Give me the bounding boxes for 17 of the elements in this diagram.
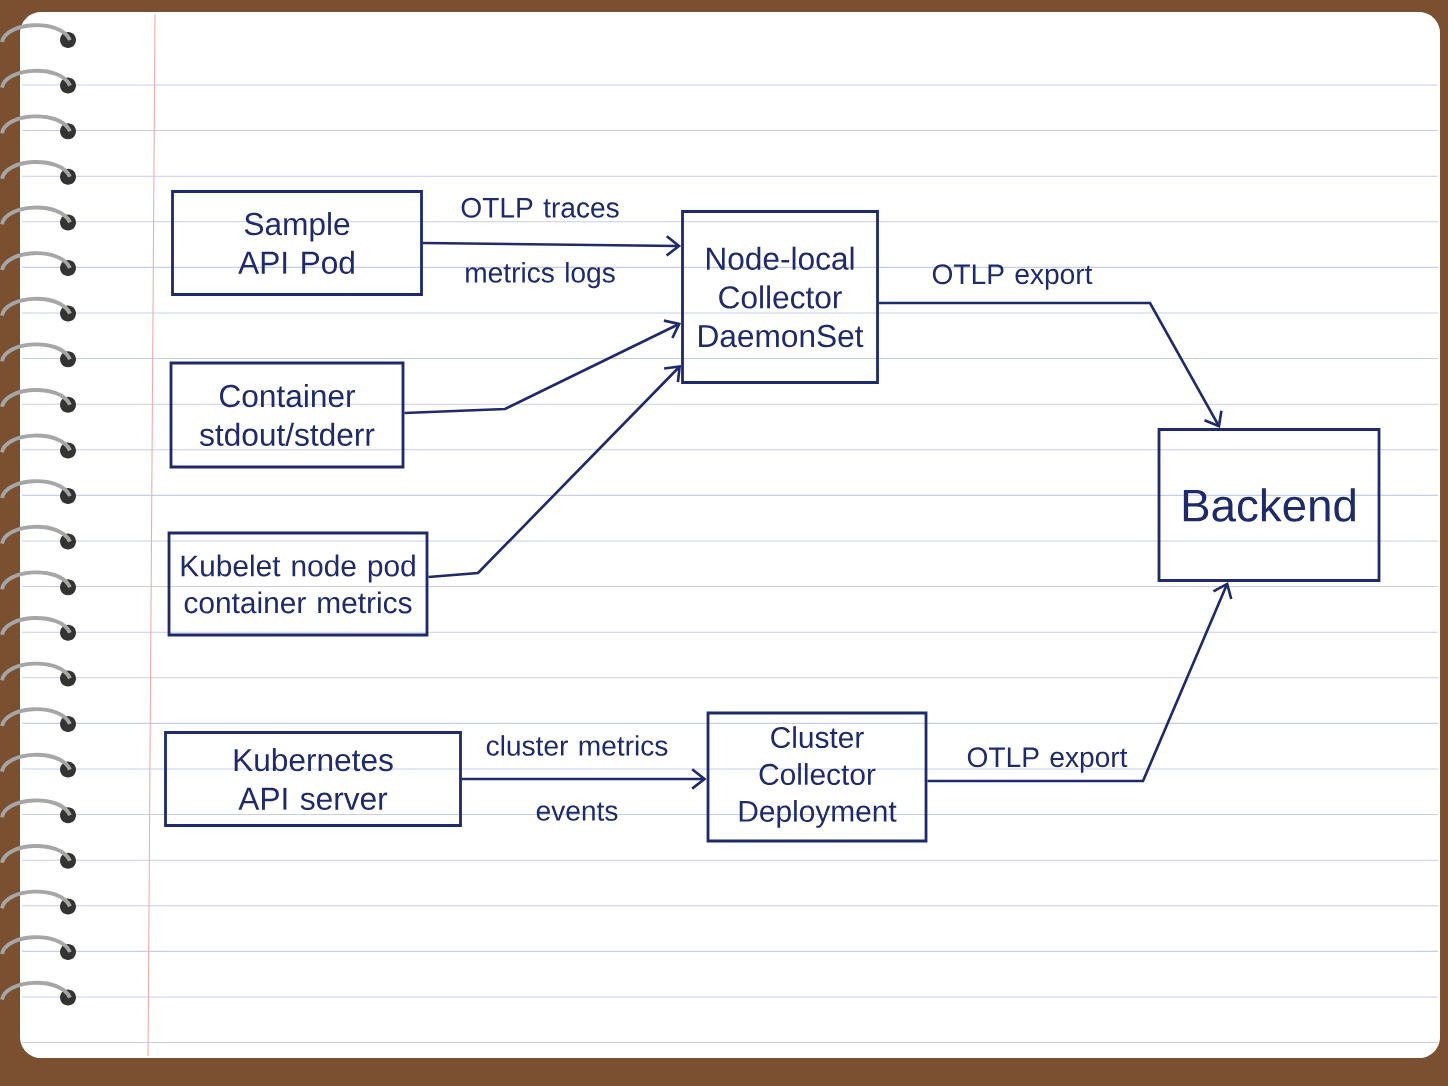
arrow <box>428 365 682 579</box>
process-box: Sample API Pod <box>171 190 423 296</box>
process-box: Kubelet node pod container metrics <box>167 531 429 637</box>
arrow <box>878 301 1223 429</box>
process-box: Kubernetes API server <box>164 731 462 827</box>
arrow <box>422 235 682 257</box>
edge-label: cluster metrics events <box>486 735 668 821</box>
process-box: Cluster Collector Deployment <box>706 711 928 843</box>
edge-label: OTLP export <box>932 264 1093 290</box>
arrow <box>461 768 707 790</box>
edge-label: OTLP traces metrics logs <box>461 197 619 289</box>
process-box: Backend <box>1157 428 1381 582</box>
arrow <box>927 581 1233 783</box>
edge-label: OTLP export <box>967 747 1128 773</box>
process-box: Node-local Collector DaemonSet <box>681 210 879 384</box>
process-box: Container stdout/stderr <box>169 361 405 469</box>
arrow <box>404 319 682 415</box>
